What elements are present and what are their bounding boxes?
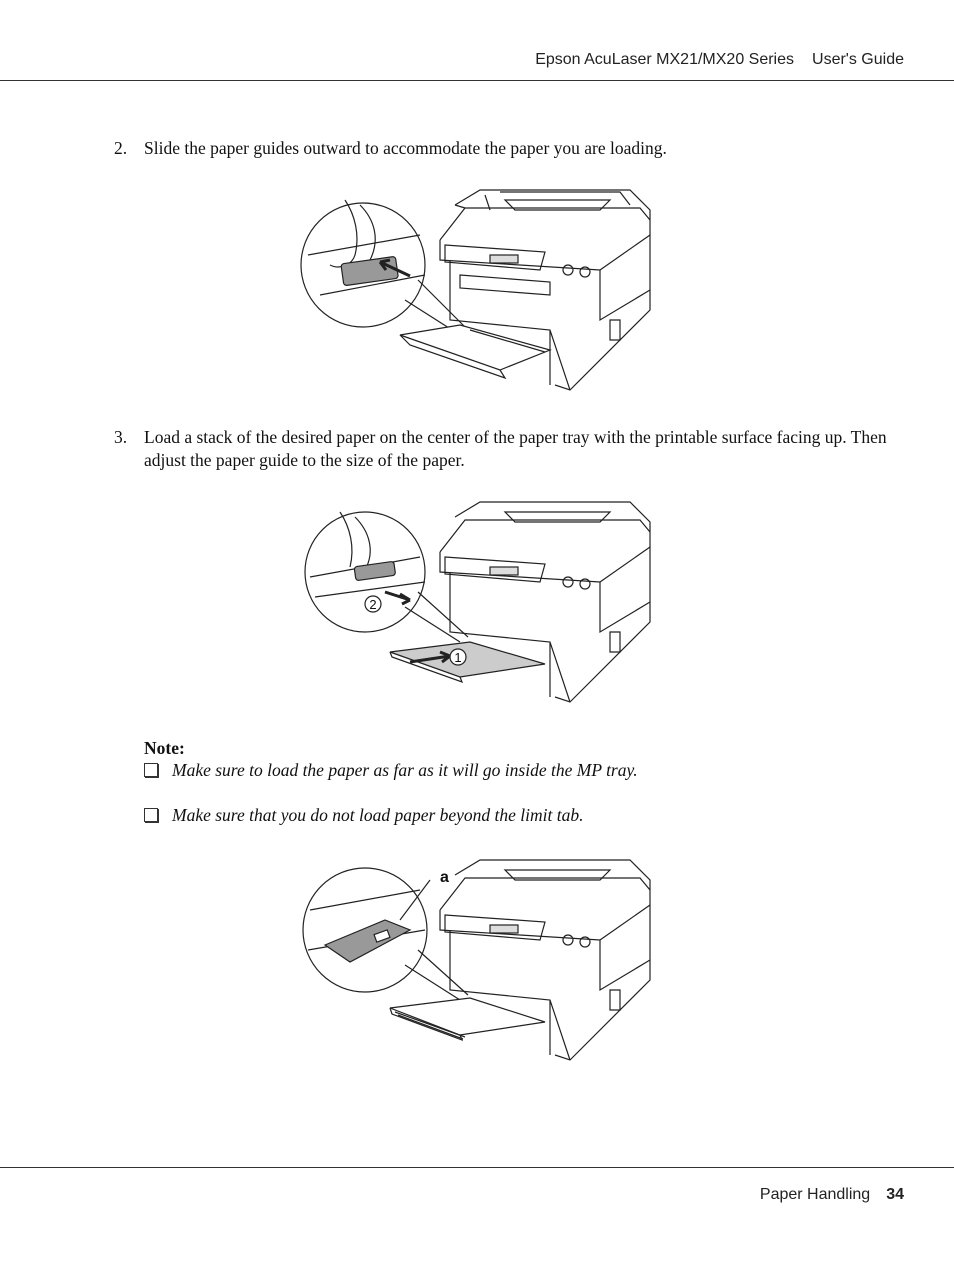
- zoom-detail-limit-tab: [302, 867, 431, 993]
- printer-illustration-load-paper: 2 1: [304, 501, 651, 703]
- step-3: 3. Load a stack of the desired paper on …: [114, 426, 894, 472]
- paper-stack: 1: [389, 641, 546, 684]
- note-text: Make sure to load the paper as far as it…: [172, 760, 638, 780]
- printer-body: [439, 189, 651, 391]
- footer-divider: [0, 1167, 954, 1168]
- page-header: Epson AcuLaser MX21/MX20 Series User's Gu…: [0, 0, 954, 81]
- zoom-detail-adjust-guide: 2: [304, 511, 426, 633]
- note-text: Make sure that you do not load paper bey…: [172, 805, 584, 825]
- note-title: Note:: [144, 738, 185, 758]
- callout-a: a: [440, 869, 449, 886]
- header-guide: User's Guide: [812, 51, 904, 68]
- page-number: 34: [886, 1186, 904, 1203]
- step-number: 2.: [114, 138, 128, 158]
- printer-body: [439, 859, 651, 1061]
- zoom-detail-guides: [300, 199, 426, 328]
- mp-tray: [399, 324, 552, 380]
- checkbox-bullet-icon: [144, 808, 158, 822]
- step-text: Slide the paper guides outward to accomm…: [144, 138, 667, 158]
- page-footer: Paper Handling 34: [760, 1186, 904, 1204]
- step-number: 3.: [114, 427, 128, 447]
- paper-stack: [389, 997, 546, 1042]
- callout-1: 1: [454, 650, 461, 665]
- step-text: Load a stack of the desired paper on the…: [144, 427, 887, 470]
- note-item: Make sure that you do not load paper bey…: [144, 805, 584, 826]
- printer-illustration-slide-guides: [300, 189, 651, 391]
- note-item: Make sure to load the paper as far as it…: [144, 760, 638, 781]
- header-product: Epson AcuLaser MX21/MX20 Series: [535, 51, 795, 68]
- printer-body: [439, 501, 651, 703]
- checkbox-bullet-icon: [144, 763, 158, 777]
- footer-section: Paper Handling: [759, 1186, 871, 1203]
- header-text: Epson AcuLaser MX21/MX20 Series User's Gu…: [535, 51, 904, 69]
- callout-2: 2: [369, 597, 376, 612]
- printer-illustration-limit-tab: a: [302, 859, 651, 1061]
- step-2: 2. Slide the paper guides outward to acc…: [114, 137, 894, 160]
